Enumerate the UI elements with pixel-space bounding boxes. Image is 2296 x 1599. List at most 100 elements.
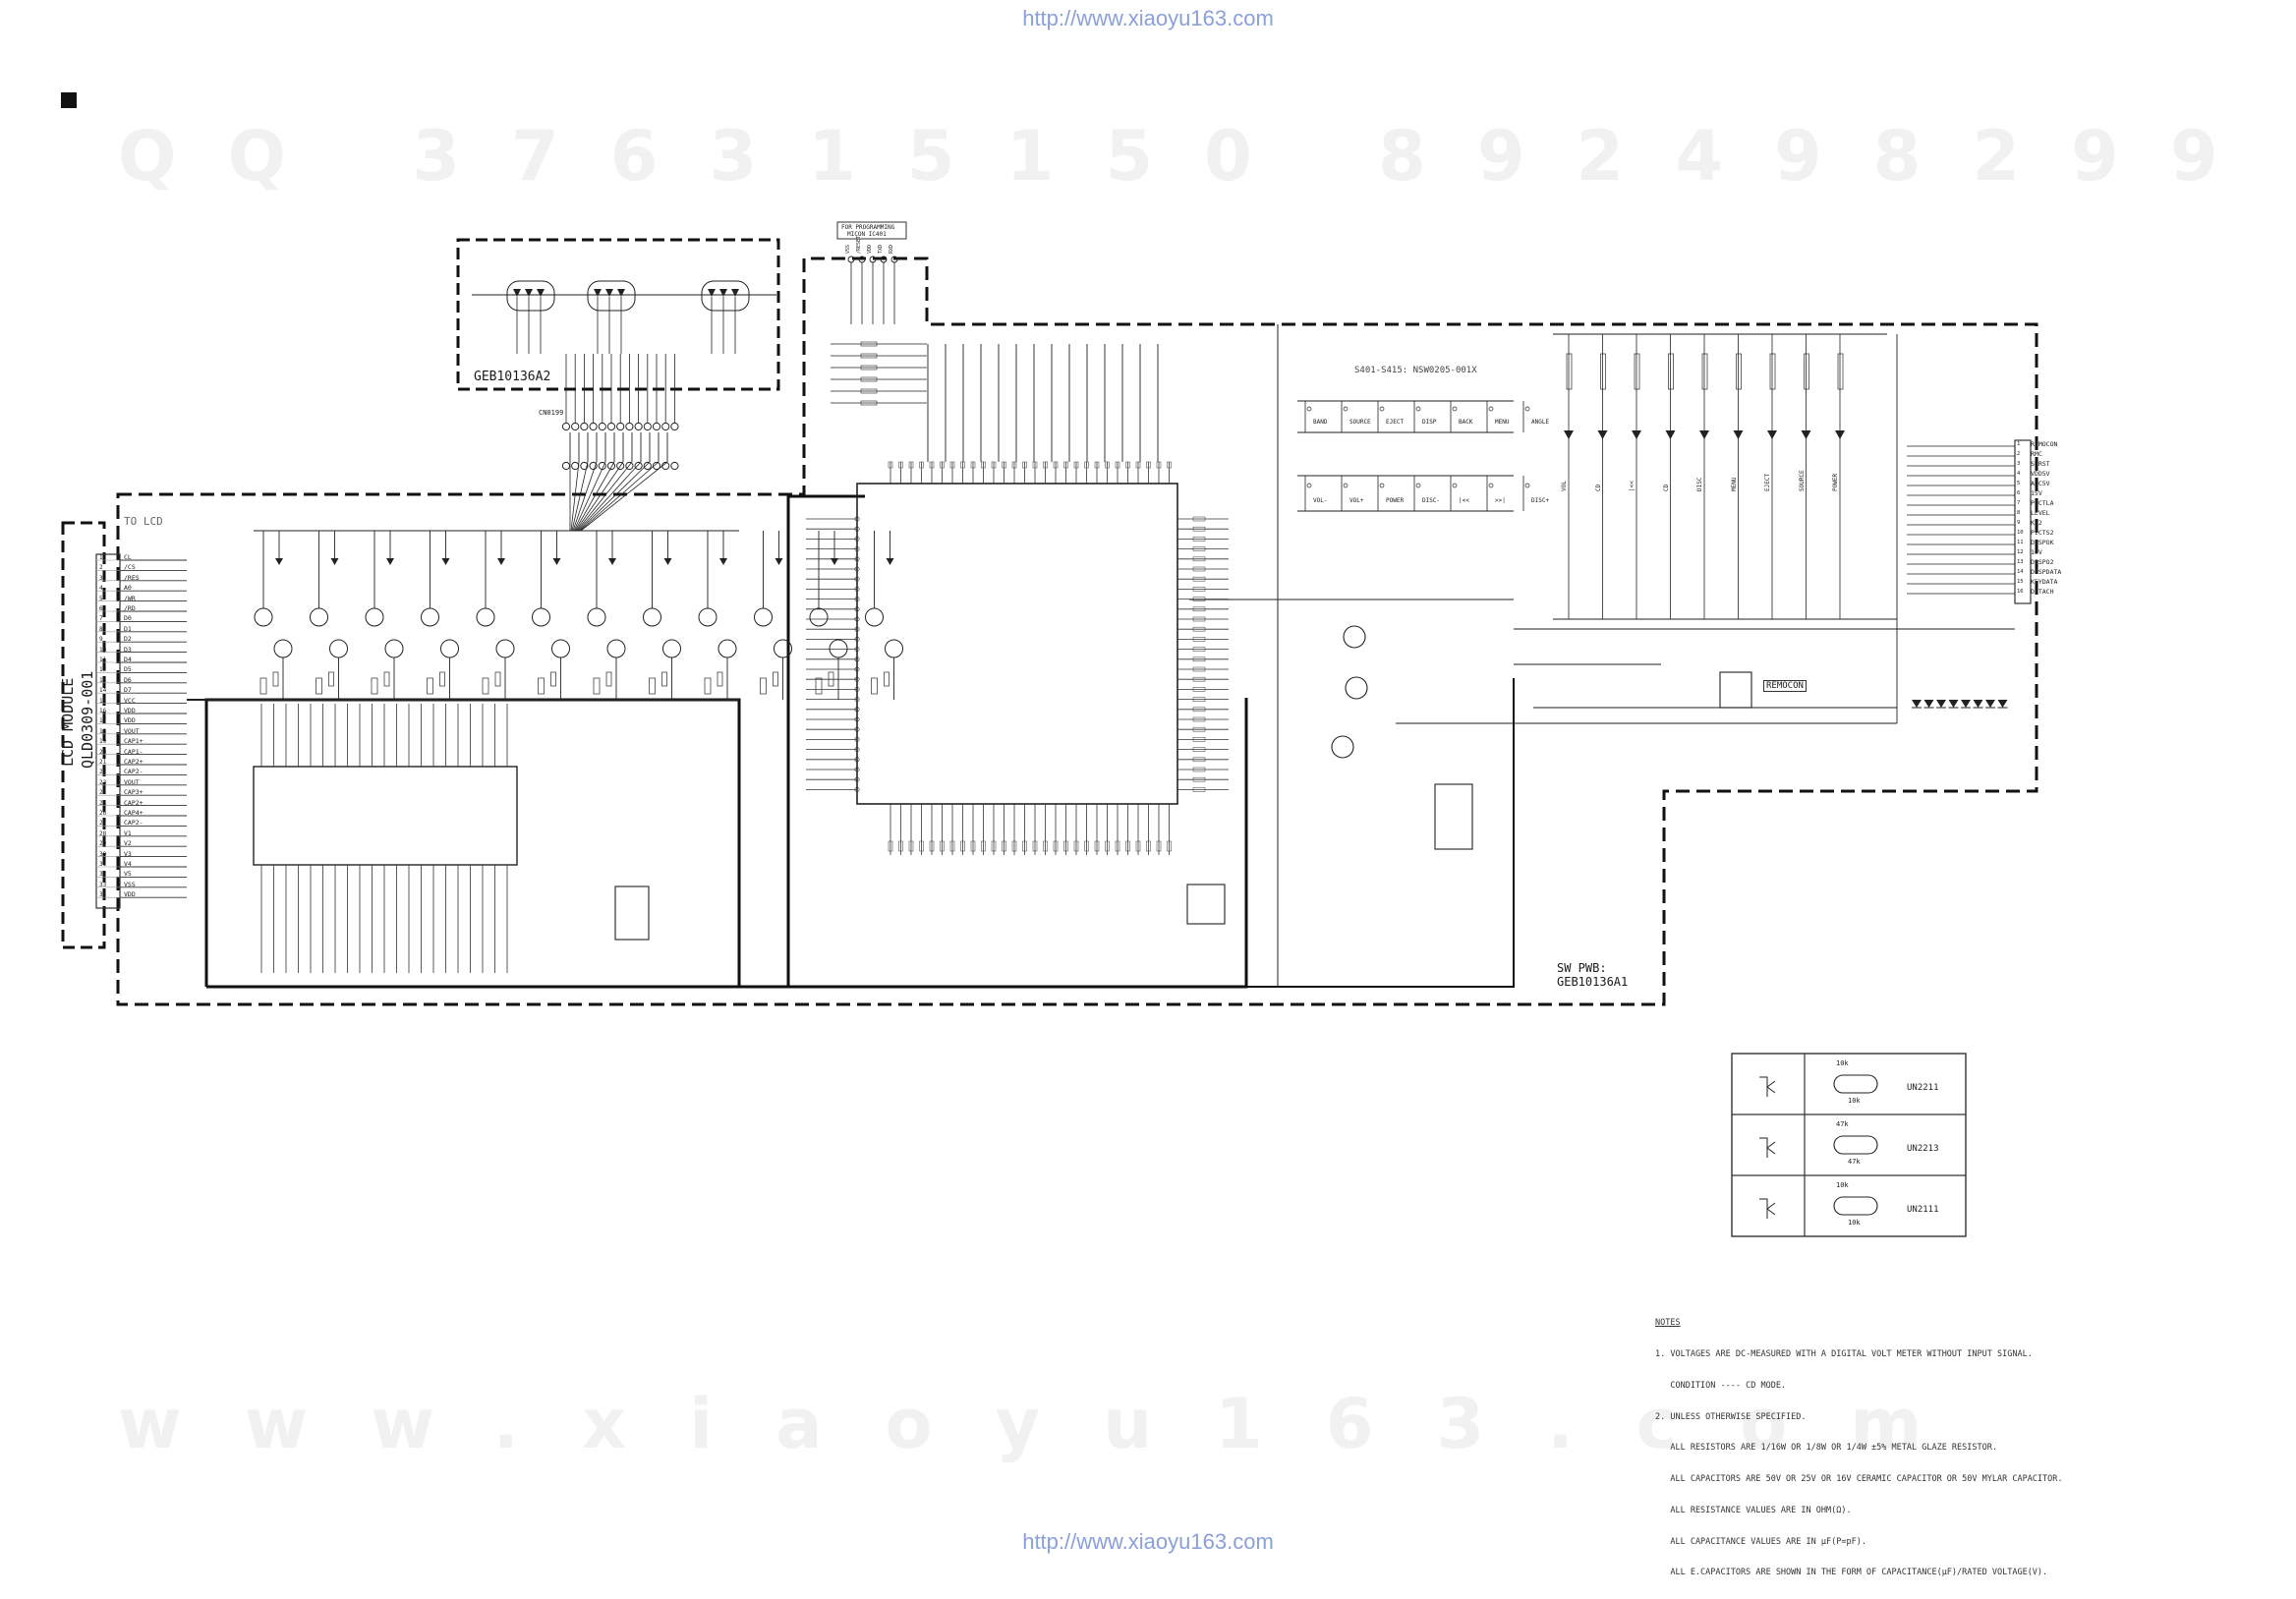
key-label-row2: |<<	[1459, 497, 1469, 504]
lcd-pin-number: 11	[99, 657, 107, 663]
diode	[1948, 700, 1959, 708]
sw-pwb-outline	[116, 257, 2038, 1006]
rconn-pin-number: 15	[2017, 579, 2024, 585]
notes-line-4: ALL CAPACITORS ARE 50V OR 25V OR 16V CER…	[1655, 1474, 2063, 1485]
lcd-module-outline	[61, 521, 106, 949]
footer-url[interactable]: http://www.xiaoyu163.com	[1022, 1529, 1274, 1554]
lcd-pin-number: 20	[99, 748, 107, 756]
key-label-menu: MENU	[1495, 419, 1510, 426]
lcd-pin-label: VCC	[124, 696, 136, 705]
rconn-pin-label: KS2	[2031, 519, 2042, 527]
rconn-pin-label: LEVEL	[2031, 509, 2050, 517]
lcd-pin-label: /WR	[124, 594, 136, 602]
switch-label: S401-S415: NSW0205-001X	[1354, 366, 1477, 375]
transistor-legend-table	[1731, 1053, 1967, 1237]
key-label-angle: ANGLE	[1531, 419, 1550, 426]
key-label-disp: DISP	[1422, 419, 1437, 426]
lcd-pin-label: D4	[124, 656, 132, 663]
transistor-1	[1345, 676, 1368, 700]
lcd-pin-number: 12	[99, 666, 107, 674]
lcd-pin-label: A0	[124, 584, 132, 593]
notes-line-6: ALL CAPACITANCE VALUES ARE IN μF(P=pF).	[1655, 1536, 1866, 1547]
rconn-pin-label: PICTS2	[2031, 529, 2054, 537]
led-label: VOL	[1561, 481, 1568, 491]
rconn-pin-number: 13	[2017, 559, 2024, 565]
lcd-pin-number: 21	[99, 759, 107, 766]
key-label-back: BACK	[1459, 419, 1473, 426]
legend-symbol	[1759, 1076, 1776, 1097]
rconn-pin-number: 11	[2017, 540, 2024, 545]
lcd-module-part: QLD0309-001	[79, 670, 96, 769]
lcd-pin-label: /CS	[124, 563, 136, 572]
notes-block: NOTES 1. VOLTAGES ARE DC-MEASURED WITH A…	[1655, 1297, 2063, 1599]
notes-line-1: CONDITION ---- CD MODE.	[1655, 1380, 1787, 1391]
lcd-pin-number: 9	[99, 636, 103, 644]
lcd-pin-label: CL	[124, 553, 132, 561]
lcd-pin-label: V4	[124, 860, 132, 868]
notes-line-2: 2. UNLESS OTHERWISE SPECIFIED.	[1655, 1411, 1807, 1422]
remocon-sensor	[1719, 671, 1752, 709]
lcd-pin-number: 26	[99, 810, 107, 817]
lcd-pin-number: 13	[99, 676, 107, 684]
led-label: CD	[1594, 484, 1602, 491]
diode	[1912, 700, 1922, 708]
rconn-pin-label: VDD5V	[2031, 470, 2050, 478]
key-label-row2: DISC-	[1422, 497, 1441, 504]
reset-ic	[1434, 783, 1473, 850]
key-label-row2: >>|	[1495, 497, 1506, 504]
lcd-pin-number: 3	[99, 574, 103, 582]
right-connector	[2014, 439, 2032, 604]
lcd-pin-number: 19	[99, 738, 107, 746]
notes-line-3: ALL RESISTORS ARE 1/16W OR 1/8W OR 1/4W …	[1655, 1443, 1997, 1454]
lcd-pin-label: VOUT	[124, 777, 140, 786]
sw-pwb-line1: SW PWB:	[1557, 961, 1607, 975]
lcd-pin-number: 32	[99, 871, 107, 879]
board-a2-outline	[456, 238, 780, 391]
rconn-pin-number: 16	[2017, 589, 2024, 595]
lcd-pin-number: 2	[99, 564, 103, 572]
lcd-module-title: LCD MODULE	[59, 677, 77, 767]
rconn-pin-number: 7	[2017, 500, 2021, 506]
led-label: |<<	[1629, 481, 1636, 491]
rconn-pin-label: 15V	[2031, 489, 2042, 497]
lcd-pin-label: VSS	[124, 880, 136, 888]
crystal	[1186, 884, 1226, 925]
watermark-qq: QQ 376315150 892498299	[118, 116, 2269, 197]
rconn-pin-number: 6	[2017, 490, 2021, 496]
flash-header-box	[836, 221, 907, 240]
lcd-pin-label: VOUT	[124, 726, 140, 735]
rconn-pin-number: 12	[2017, 549, 2024, 555]
legend-symbol	[1759, 1137, 1776, 1158]
diode	[1985, 700, 1995, 708]
legend-symbol	[1759, 1198, 1776, 1219]
lcd-pin-label: V3	[124, 849, 132, 858]
led-label: SOURCE	[1798, 470, 1806, 491]
lcd-pin-label: V2	[124, 839, 132, 848]
led-label: EJECT	[1764, 473, 1771, 491]
lcd-pin-number: 5	[99, 595, 103, 602]
rconn-pin-number: 8	[2017, 510, 2021, 516]
notes-title: NOTES	[1655, 1318, 1681, 1329]
schematic-sheet: http://www.xiaoyu163.com http://www.xiao…	[59, 6, 2269, 1577]
lcd-pin-number: 30	[99, 850, 107, 858]
lcd-pin-number: 28	[99, 829, 107, 837]
led-label: MENU	[1730, 477, 1738, 491]
diode	[1973, 700, 1983, 708]
lcd-pin-label: V5	[124, 870, 132, 879]
rconn-pin-number: 9	[2017, 520, 2021, 526]
lcd-pin-number: 33	[99, 881, 107, 888]
rconn-pin-label: REMOCON	[2031, 440, 2058, 448]
lcd-pin-number: 10	[99, 646, 107, 654]
header-url[interactable]: http://www.xiaoyu163.com	[1022, 6, 1274, 30]
diode	[1923, 700, 1934, 708]
rconn-pin-number: 14	[2017, 569, 2024, 575]
legend-r2: 47k	[1848, 1158, 1861, 1166]
lcd-pin-number: 6	[99, 605, 103, 612]
lcd-pin-label: /RES	[124, 573, 140, 582]
lcd-pin-label: VDD	[124, 890, 136, 899]
lcd-pin-number: 4	[99, 585, 103, 593]
rconn-pin-label: ACC5V	[2031, 480, 2050, 487]
regulator-ic	[614, 885, 650, 941]
lcd-pin-label: D3	[124, 645, 132, 654]
lcd-pin-number: 23	[99, 778, 107, 786]
